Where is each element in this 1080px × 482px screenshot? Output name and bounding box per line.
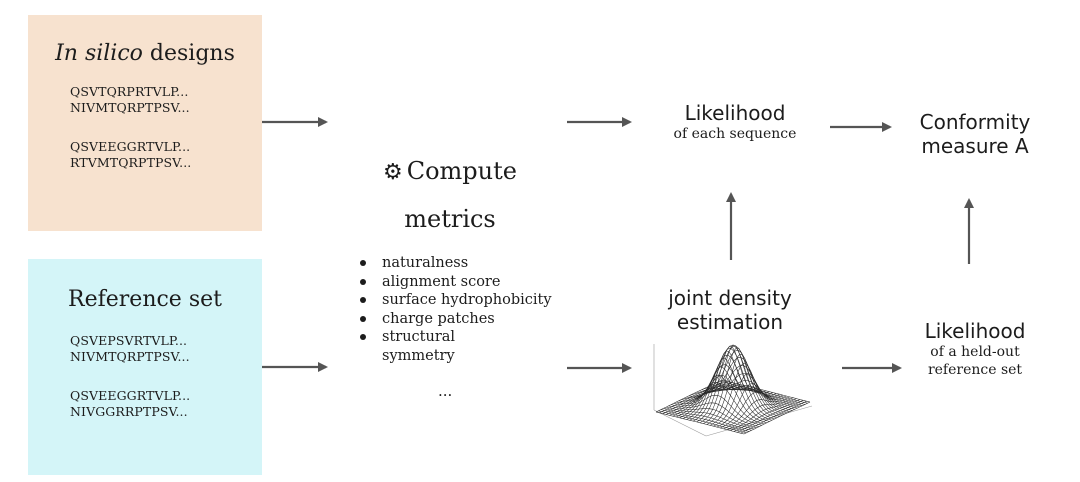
insilico-sequence-group: QSVTQRPRTVLP... NIVMTQRPTPSV... <box>70 84 190 116</box>
likelihood-each-sequence: Likelihood of each sequence <box>650 101 820 143</box>
metric-item: naturalness <box>358 254 552 273</box>
surface-grid-line <box>743 401 811 435</box>
reference-title: Reference set <box>68 287 222 312</box>
surface-grid-line <box>730 398 797 431</box>
bullet-icon <box>360 260 366 266</box>
metric-label: charge patches <box>382 310 495 327</box>
metric-item-continuation: symmetry <box>358 347 552 366</box>
joint-density-line-1: joint density <box>668 286 792 310</box>
metric-item: charge patches <box>358 310 552 329</box>
compute-metrics-title: ⚙Compute metrics <box>370 148 530 242</box>
sequence: NIVGGRRPTPSV... <box>70 404 188 419</box>
surface-grid-line <box>726 397 794 430</box>
metric-label: symmetry <box>382 347 455 364</box>
surface-grid-line <box>720 392 787 429</box>
surface-grid-line <box>704 380 793 411</box>
surface-grid-line <box>723 396 790 430</box>
surface-grid-line <box>737 400 804 433</box>
metric-label: surface hydrophobicity <box>382 292 552 308</box>
sequence: QSVTQRPRTVLP... <box>70 84 189 99</box>
metrics-list: naturalness alignment score surface hydr… <box>358 254 552 365</box>
likelihood-bottom-line-3: reference set <box>927 362 1023 378</box>
conformity-line-1: Conformity <box>919 110 1031 134</box>
surface-grid-line <box>716 383 784 428</box>
joint-density-estimation: joint density estimation <box>640 286 820 334</box>
sequence: QSVEEGGRTVLP... <box>70 139 191 154</box>
likelihood-held-out: Likelihood of a held-out reference set <box>900 319 1050 379</box>
likelihood-bottom-title: Likelihood <box>924 319 1026 343</box>
surface-grid-line <box>673 394 762 426</box>
reference-sequence-group: QSVEEGGRTVLP... NIVGGRRPTPSV... <box>70 388 190 420</box>
surface-grid-line <box>740 400 807 434</box>
reference-set-box: Reference set QSVEPSVRTVLP... NIVMTQRPTP… <box>28 259 262 475</box>
compute-title-line-1: ⚙Compute <box>370 148 530 196</box>
sequence: RTVMTQRPTPSV... <box>70 155 192 170</box>
metric-item: structural <box>358 328 552 347</box>
surface-grid-line <box>721 379 811 403</box>
surface-grid-line <box>671 402 760 427</box>
insilico-title-italic: In silico <box>55 41 143 66</box>
surface-grid-line <box>706 385 795 410</box>
surface-grid-line <box>701 373 790 412</box>
bullet-icon <box>360 297 366 303</box>
surface-grid-line <box>733 399 800 432</box>
metric-item: alignment score <box>358 273 552 292</box>
metric-item: surface hydrophobicity <box>358 291 552 310</box>
insilico-title: In silico designs <box>28 41 262 66</box>
surface-grid-line <box>714 383 803 406</box>
surface-grid-line <box>719 380 808 404</box>
sequence: NIVMTQRPTPSV... <box>70 349 190 364</box>
bullet-icon <box>360 334 366 340</box>
surface-grid-line <box>709 385 798 409</box>
insilico-sequence-group: QSVEEGGRTVLP... RTVMTQRPTPSV... <box>70 139 191 171</box>
insilico-designs-box: In silico designs QSVTQRPRTVLP... NIVMTQ… <box>28 15 262 231</box>
insilico-title-rest: designs <box>142 41 235 66</box>
sequence: QSVEPSVRTVLP... <box>70 333 188 348</box>
surface-grid-line <box>655 379 723 413</box>
metric-label: structural <box>382 329 456 345</box>
compute-label: Compute <box>406 157 517 185</box>
sequence: QSVEEGGRTVLP... <box>70 388 191 403</box>
surface-grid-line <box>716 382 805 405</box>
metric-label: alignment score <box>382 273 501 290</box>
bullet-icon <box>360 315 366 322</box>
joint-density-line-2: estimation <box>676 310 784 334</box>
compute-title-line-2: metrics <box>404 205 496 233</box>
likelihood-top-title: Likelihood <box>684 101 786 125</box>
reference-sequence-group: QSVEPSVRTVLP... NIVMTQRPTPSV... <box>70 333 190 365</box>
metrics-ellipsis: ... <box>438 382 453 400</box>
conformity-line-2: measure A <box>921 134 1029 158</box>
conformity-measure: Conformity measure A <box>900 110 1050 158</box>
bullet-icon <box>360 278 366 285</box>
metric-label: naturalness <box>382 255 469 271</box>
gear-icon: ⚙ <box>383 160 403 185</box>
sequence: NIVMTQRPTPSV... <box>70 100 190 115</box>
likelihood-top-subtitle: of each sequence <box>673 126 797 142</box>
density-surface-plot <box>653 344 813 437</box>
likelihood-bottom-line-2: of a held-out <box>930 344 1020 360</box>
